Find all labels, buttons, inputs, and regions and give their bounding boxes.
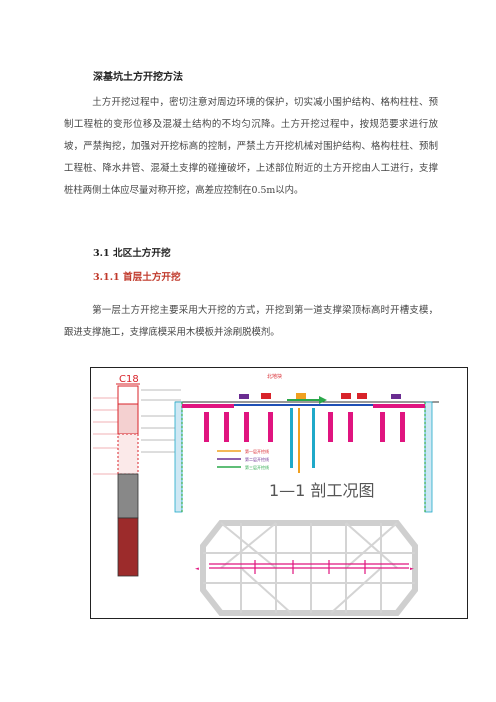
- support-beam-center: [234, 404, 373, 406]
- page-title: 深基坑土方开挖方法: [93, 72, 183, 83]
- legend-item-1: 第一层开挖线: [245, 448, 269, 454]
- left-annotations: [141, 389, 181, 453]
- legend-item-3: 第三层开挖线: [245, 464, 269, 470]
- paragraph-intro: 土方开挖过程中，密切注意对周边环境的保护，切实减小围护结构、格构柱柱、预制工程桩…: [64, 92, 438, 202]
- north-block-label: 北地块: [267, 373, 282, 380]
- borehole-column: C18: [93, 374, 140, 577]
- paragraph-intro-text: 土方开挖过程中，密切注意对周边环境的保护，切实减小围护结构、格构柱柱、预制工程桩…: [64, 97, 438, 196]
- legend: 第一层开挖线 第二层开挖线 第三层开挖线: [217, 448, 269, 470]
- right-retaining-wall: [424, 401, 433, 513]
- legend-item-2: 第二层开挖线: [245, 456, 269, 462]
- paragraph-excavation: 第一层土方开挖主要采用大开挖的方式，开挖到第一道支撑梁顶标高时开槽支模，跟进支撑…: [64, 300, 438, 344]
- arrow-head: [319, 396, 327, 404]
- support-plan: ◄ ►: [195, 520, 418, 616]
- section-drawing-figure: C18 北地块: [90, 367, 468, 619]
- column-piles: [204, 412, 405, 442]
- section-heading: 3.1 北区土方开挖: [93, 248, 171, 259]
- paragraph-excavation-text: 第一层土方开挖主要采用大开挖的方式，开挖到第一道支撑梁顶标高时开槽支模，跟进支撑…: [64, 305, 438, 338]
- excavator-icons: [239, 393, 401, 399]
- subsection-heading: 3.1.1 首层土方开挖: [93, 272, 181, 283]
- svg-text:◄: ◄: [195, 566, 199, 572]
- section-drawing: C18 北地块: [93, 373, 439, 616]
- center-piles: [290, 408, 315, 468]
- left-retaining-wall: [174, 401, 183, 513]
- support-beam-right: [373, 404, 425, 408]
- svg-text:►: ►: [410, 566, 414, 572]
- borehole-label: C18: [119, 374, 139, 385]
- section-title: 1—1 剖工况图: [269, 481, 374, 500]
- support-beam-left: [182, 404, 234, 408]
